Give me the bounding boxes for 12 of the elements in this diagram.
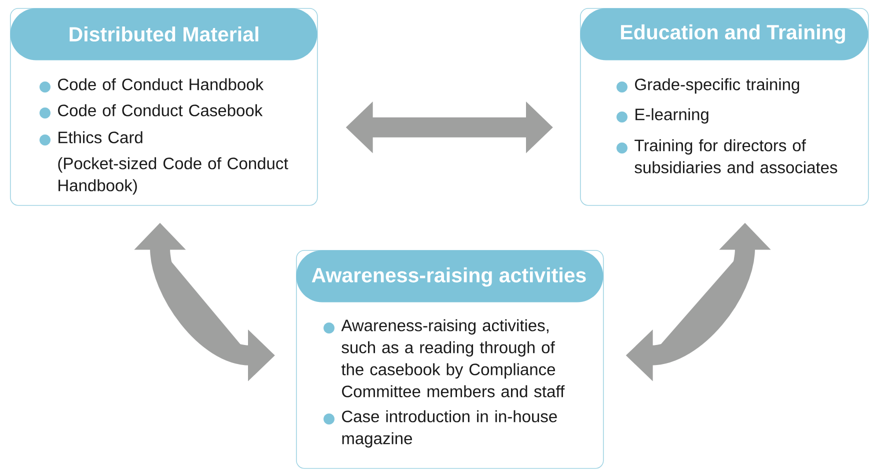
bullet-item: Case introduction in in-house magazine <box>324 410 557 448</box>
bullet-item: Awareness-raising activities, such as a reading through of the casebook by Compliance Committee members and staff <box>324 319 565 398</box>
bullet-item: Training for directors of subsidiaries and associates <box>616 139 838 174</box>
header-pill: Awareness-raising activities <box>296 250 604 302</box>
bullet-item: Grade-specific training <box>616 78 800 94</box>
bullet-item: Code of Conduct Casebook <box>40 104 263 118</box>
header-pill: Distributed Material <box>10 8 318 60</box>
item-note: (Pocket-sized Code of Conduct Handbook) <box>58 157 288 195</box>
bullet-item: Ethics Card <box>40 131 142 146</box>
bullet-item: E-learning <box>616 108 708 124</box>
header-pill: Education and Training <box>580 8 868 60</box>
bullet-item: Code of Conduct Handbook <box>40 78 264 92</box>
